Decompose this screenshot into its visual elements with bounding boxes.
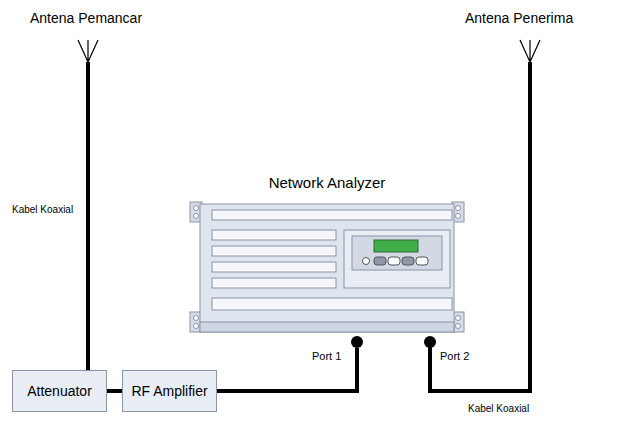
- coax-cable: [217, 348, 357, 391]
- box-label: RF Amplifier: [131, 383, 207, 399]
- network-analyzer: Network Analyzer: [188, 172, 466, 348]
- port-connector: [424, 336, 436, 348]
- cable-label: Kabel Koaxial: [12, 204, 73, 215]
- coax-cable: [88, 62, 530, 391]
- box-label: Attenuator: [27, 383, 92, 399]
- antenna-label: Antena Pemancar: [30, 10, 142, 26]
- attenuator-box: Attenuator: [12, 370, 107, 412]
- port-label: Port 1: [312, 350, 341, 362]
- antenna-label: Antena Penerima: [465, 10, 573, 26]
- device-title: Network Analyzer: [188, 174, 466, 191]
- analyzer-illustration: [188, 172, 466, 348]
- amplifier-box: RF Amplifier: [122, 370, 217, 412]
- coax-cable: [107, 389, 122, 393]
- port-label: Port 2: [440, 350, 469, 362]
- port-connector: [351, 336, 363, 348]
- cable-label: Kabel Koaxial: [468, 403, 529, 414]
- antenna-symbol: [78, 40, 540, 62]
